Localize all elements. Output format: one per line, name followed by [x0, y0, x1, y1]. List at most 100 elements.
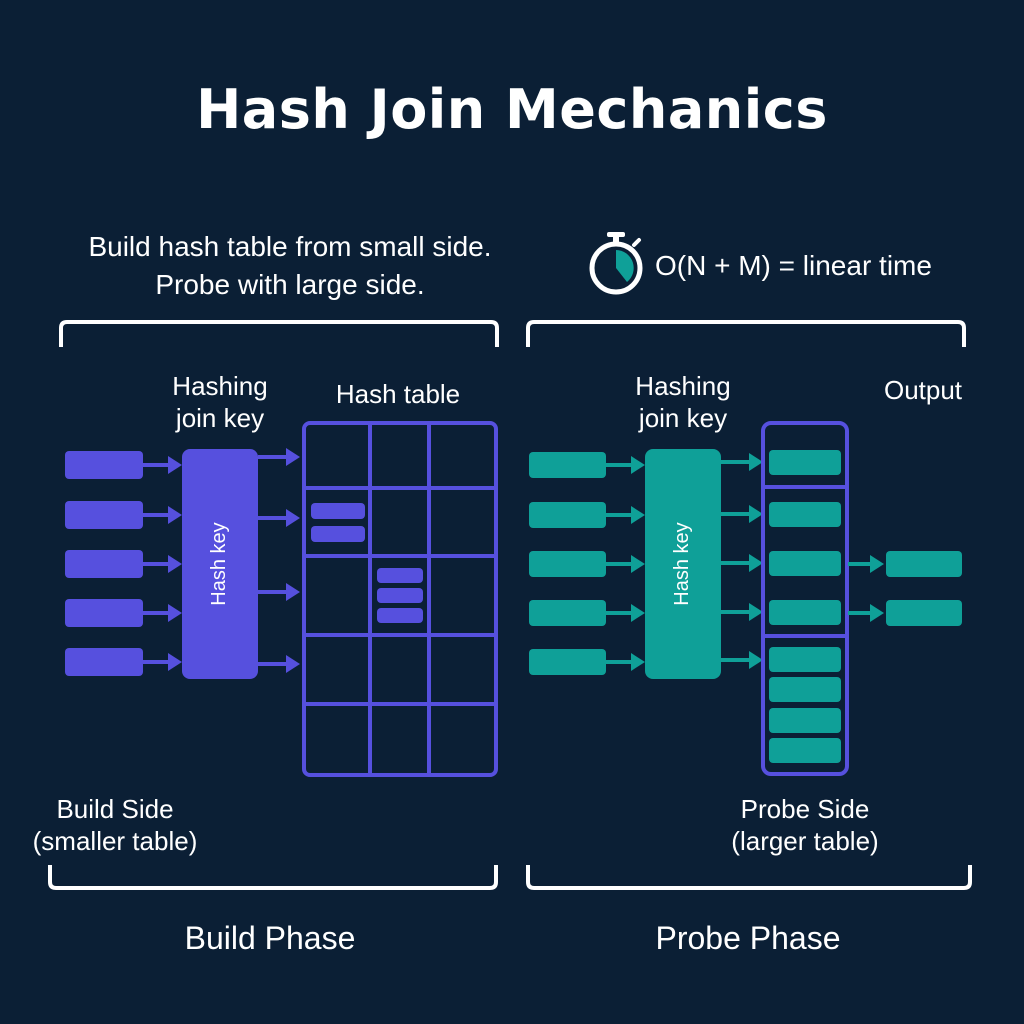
- probe-input-row: [529, 649, 606, 675]
- summary-line-1: Build hash table from small side.: [88, 231, 492, 262]
- arrow-head: [286, 655, 300, 673]
- build-input-arrow: [143, 456, 182, 474]
- arrow-head: [168, 653, 182, 671]
- hash-table-entry: [377, 568, 423, 583]
- hash-table-frame: [302, 421, 498, 777]
- hash-table-entry: [311, 526, 365, 542]
- probe-hash-key-label: Hash key: [671, 522, 693, 606]
- arrow-head: [870, 555, 884, 573]
- output-arrow: [848, 555, 884, 573]
- probe-input-arrow: [606, 456, 645, 474]
- probe-bucket-column: [761, 421, 849, 776]
- arrow-head: [749, 651, 763, 669]
- probe-hashing-label-line2: join key: [638, 403, 728, 433]
- arrow-head: [631, 506, 645, 524]
- probe-input-row: [529, 600, 606, 626]
- build-input-rows: [65, 451, 182, 676]
- page-title: Hash Join Mechanics: [196, 78, 828, 141]
- probe-output-arrows: [721, 453, 763, 669]
- output-row: [886, 600, 962, 626]
- arrow-head: [749, 453, 763, 471]
- probe-side-label-line1: Probe Side: [740, 794, 870, 824]
- arrow-head: [870, 604, 884, 622]
- build-top-bracket: [59, 320, 499, 347]
- probe-input-arrow: [606, 506, 645, 524]
- build-input-arrow: [143, 506, 182, 524]
- probe-input-rows: [529, 452, 645, 675]
- output-arrow: [848, 604, 884, 622]
- probe-bucket-entry: [769, 450, 841, 475]
- build-input-row: [65, 599, 143, 627]
- probe-output-arrow: [721, 651, 763, 669]
- build-side-label-line2: (smaller table): [32, 826, 198, 856]
- hash-table: [302, 421, 498, 777]
- probe-output-arrow: [721, 505, 763, 523]
- build-input-arrow: [143, 653, 182, 671]
- build-side-label: Build Side (smaller table): [30, 793, 200, 857]
- probe-input-arrow: [606, 653, 645, 671]
- build-side-label-line1: Build Side: [56, 794, 174, 824]
- probe-bucket-entry: [769, 647, 841, 672]
- probe-hashing-label-line1: Hashing: [635, 371, 731, 401]
- arrow-head: [168, 456, 182, 474]
- build-input-arrow: [143, 604, 182, 622]
- arrow-head: [286, 509, 300, 527]
- output-rows: [848, 551, 962, 626]
- build-hashing-label-line2: join key: [175, 403, 265, 433]
- probe-bucket-frame: [761, 421, 849, 776]
- probe-input-row: [529, 452, 606, 478]
- probe-input-row: [529, 502, 606, 528]
- arrow-head: [168, 604, 182, 622]
- summary-line-2: Probe with large side.: [155, 269, 425, 300]
- build-phase-label: Build Phase: [184, 920, 356, 956]
- probe-side-label-line2: (larger table): [731, 826, 879, 856]
- probe-bucket-entry: [769, 677, 841, 702]
- hash-table-label: Hash table: [335, 379, 461, 409]
- probe-bottom-bracket: [526, 865, 972, 890]
- probe-side-label: Probe Side (larger table): [715, 793, 895, 857]
- probe-top-bracket: [526, 320, 966, 347]
- hash-table-entry: [377, 588, 423, 603]
- arrow-head: [168, 506, 182, 524]
- stopwatch-icon: [589, 232, 643, 295]
- build-bottom-bracket: [48, 865, 498, 890]
- build-output-arrow: [258, 509, 300, 527]
- build-hash-key-label: Hash key: [208, 522, 230, 606]
- arrow-head: [286, 448, 300, 466]
- build-hashing-label-line1: Hashing: [172, 371, 268, 401]
- probe-phase-label: Probe Phase: [655, 920, 841, 956]
- hash-table-entry: [311, 503, 365, 519]
- build-output-arrow: [258, 448, 300, 466]
- build-input-row: [65, 648, 143, 676]
- output-label: Output: [883, 375, 963, 405]
- build-output-arrows: [258, 448, 300, 673]
- build-input-row: [65, 501, 143, 529]
- probe-bucket-entry: [769, 708, 841, 733]
- build-input-row: [65, 451, 143, 479]
- probe-output-arrow: [721, 603, 763, 621]
- summary-text: Build hash table from small side. Probe …: [60, 228, 520, 304]
- complexity-text: O(N + M) = linear time: [655, 250, 932, 281]
- probe-output-arrow: [721, 554, 763, 572]
- arrow-head: [168, 555, 182, 573]
- build-hash-box: [182, 449, 258, 679]
- hash-table-entry: [377, 608, 423, 623]
- probe-hashing-label: Hashing join key: [613, 370, 753, 434]
- arrow-head: [631, 604, 645, 622]
- arrow-head: [631, 653, 645, 671]
- probe-bucket-entry: [769, 502, 841, 527]
- probe-bucket-entry: [769, 600, 841, 625]
- build-output-arrow: [258, 583, 300, 601]
- arrow-head: [286, 583, 300, 601]
- build-output-arrow: [258, 655, 300, 673]
- probe-output-arrow: [721, 453, 763, 471]
- arrow-head: [749, 554, 763, 572]
- probe-input-arrow: [606, 555, 645, 573]
- output-row: [886, 551, 962, 577]
- arrow-head: [631, 456, 645, 474]
- build-hashing-label: Hashing join key: [150, 370, 290, 434]
- arrow-head: [749, 603, 763, 621]
- build-input-arrow: [143, 555, 182, 573]
- arrow-head: [631, 555, 645, 573]
